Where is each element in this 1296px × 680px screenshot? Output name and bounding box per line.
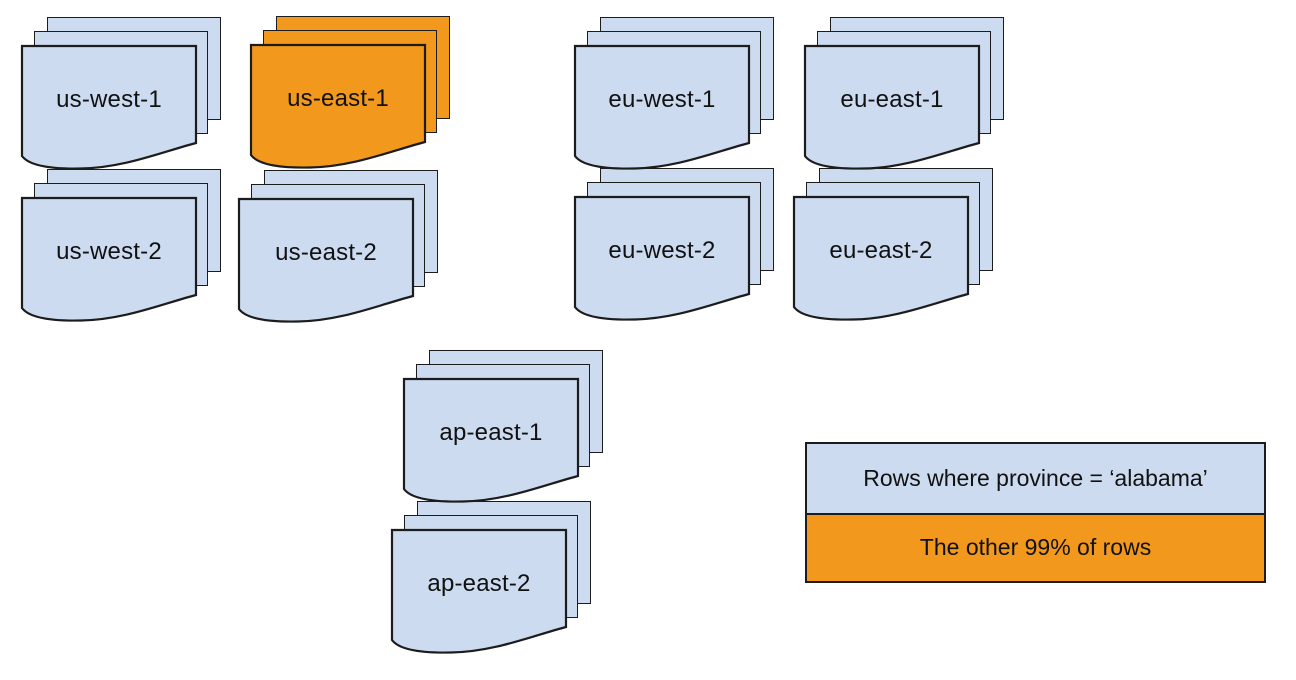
document-stack-us-west-2: us-west-2 — [20, 169, 225, 329]
document-stack-us-west-1: us-west-1 — [20, 17, 225, 177]
document-stack-us-east-1: us-east-1 — [249, 16, 454, 176]
region-label: us-west-1 — [56, 86, 162, 113]
document-shape — [249, 43, 427, 169]
region-label: us-west-2 — [56, 238, 162, 265]
legend-item-other-rows: The other 99% of rows — [807, 512, 1264, 581]
region-label: us-east-2 — [275, 239, 377, 266]
document-shape — [237, 197, 415, 323]
region-label: eu-west-2 — [608, 237, 716, 264]
document-shape — [792, 195, 970, 321]
document-shape — [20, 44, 198, 170]
document-shape — [402, 377, 580, 503]
region-label: us-east-1 — [287, 85, 389, 112]
document-shape — [573, 44, 751, 170]
document-shape — [20, 196, 198, 322]
region-label: eu-east-1 — [840, 86, 944, 113]
document-stack-ap-east-1: ap-east-1 — [402, 350, 607, 510]
region-label: eu-west-1 — [608, 86, 716, 113]
document-stack-ap-east-2: ap-east-2 — [390, 501, 595, 661]
region-label: ap-east-2 — [427, 570, 531, 597]
document-stack-eu-west-2: eu-west-2 — [573, 168, 778, 328]
document-stack-eu-east-1: eu-east-1 — [803, 17, 1008, 177]
document-stack-us-east-2: us-east-2 — [237, 170, 442, 330]
document-shape — [803, 44, 981, 170]
region-label: eu-east-2 — [829, 237, 933, 264]
document-shape — [390, 528, 568, 654]
legend: Rows where province = ‘alabama’ The othe… — [805, 442, 1266, 583]
document-stack-eu-east-2: eu-east-2 — [792, 168, 997, 328]
region-label: ap-east-1 — [439, 419, 543, 446]
document-stack-eu-west-1: eu-west-1 — [573, 17, 778, 177]
legend-item-alabama-rows: Rows where province = ‘alabama’ — [807, 444, 1264, 513]
document-shape — [573, 195, 751, 321]
